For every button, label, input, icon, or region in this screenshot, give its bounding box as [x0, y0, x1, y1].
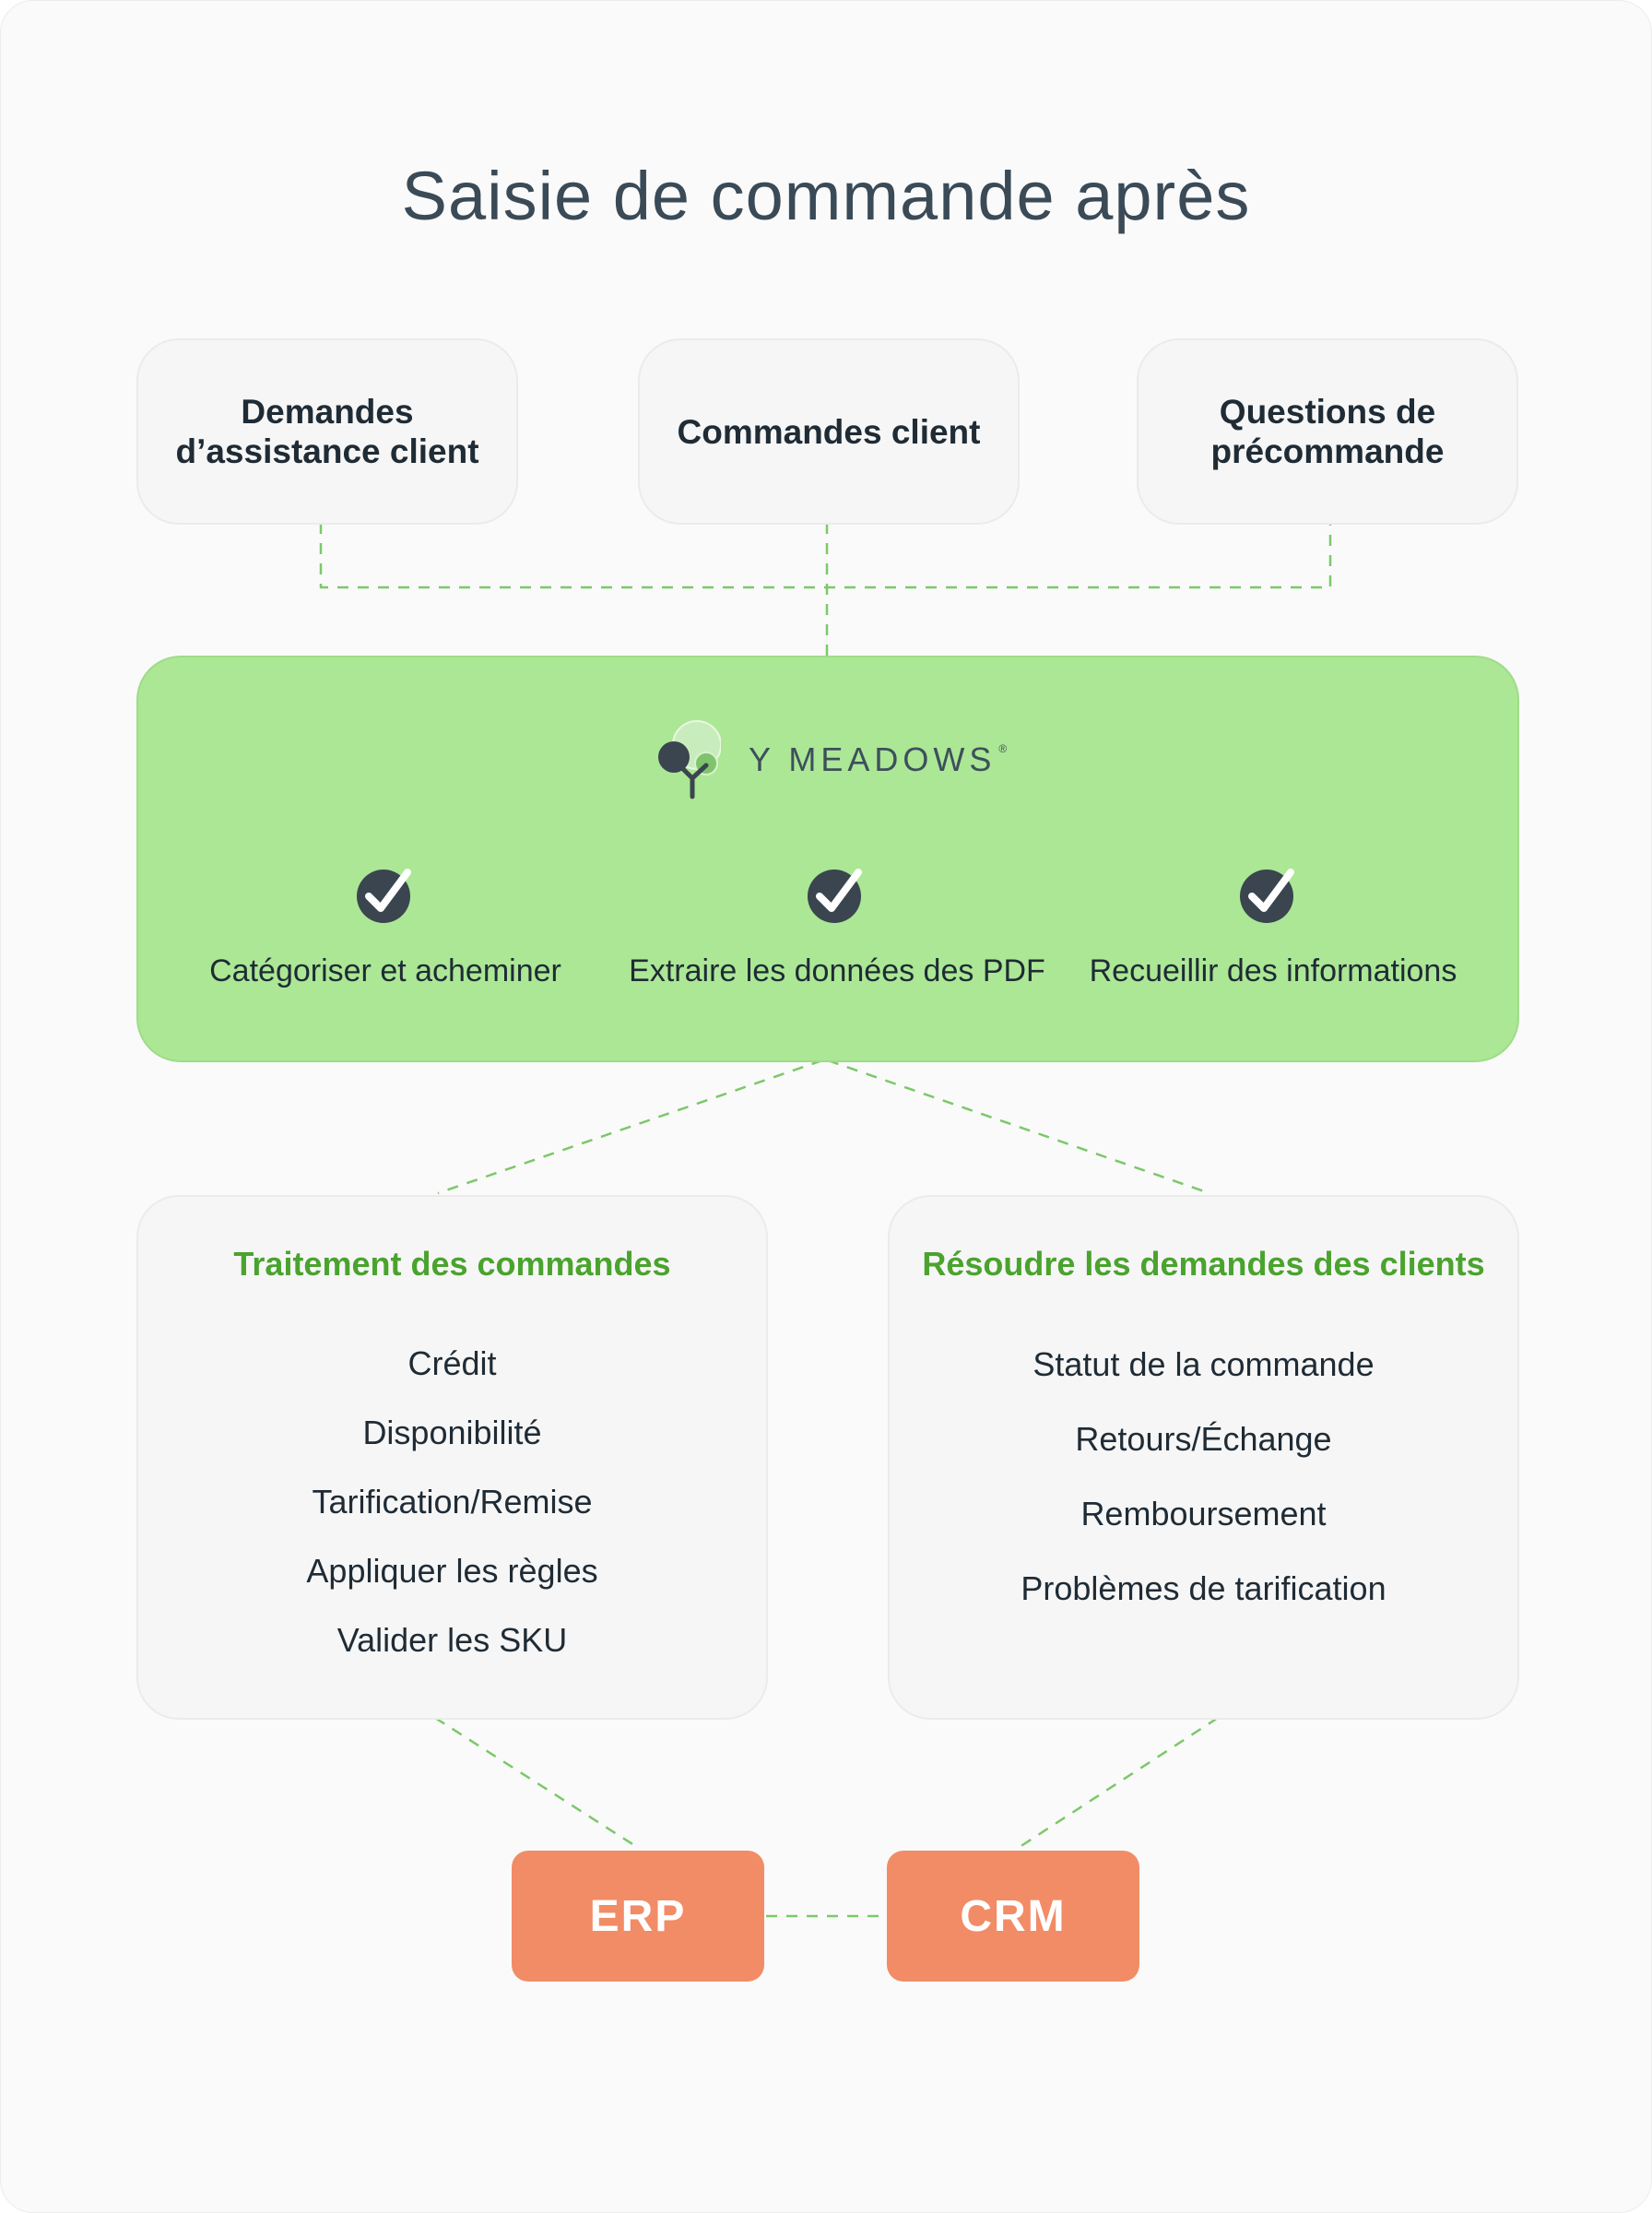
feature-collect-info: Recueillir des informations: [1089, 953, 1457, 988]
crm-system-box: CRM: [887, 1851, 1139, 1982]
connector-hub-right: [827, 1059, 1210, 1195]
feature-categorize-route: Catégoriser et acheminer: [209, 953, 561, 988]
connector-card-left-erp: [434, 1716, 641, 1851]
card-title: Traitement des commandes: [233, 1245, 671, 1283]
list-item: Appliquer les règles: [306, 1552, 598, 1590]
source-card-customer-orders: Commandes client: [638, 338, 1020, 525]
connector-source-left: [319, 523, 1332, 589]
source-card-preorder-questions: Questions de précommande: [1137, 338, 1518, 525]
feature-extract-pdf: Extraire les données des PDF: [629, 953, 1045, 988]
source-card-support-requests: Demandes d’assistance client: [136, 338, 518, 525]
source-label: Commandes client: [677, 412, 981, 451]
list-item: Crédit: [407, 1344, 497, 1382]
list-item: Disponibilité: [362, 1414, 542, 1451]
check-badge-icon: [808, 869, 862, 923]
source-label: Questions de précommande: [1210, 393, 1445, 470]
list-item: Remboursement: [1080, 1495, 1327, 1533]
customer-requests-card: Résoudre les demandes des clients Statut…: [888, 1195, 1519, 1720]
erp-system-box: ERP: [512, 1851, 764, 1982]
list-item: Tarification/Remise: [312, 1483, 593, 1521]
registered-mark: ®: [998, 742, 1008, 755]
list-item: Statut de la commande: [1032, 1345, 1375, 1383]
ymeadows-hub: [136, 656, 1519, 1062]
card-title: Résoudre les demandes des clients: [922, 1245, 1485, 1283]
list-item: Problèmes de tarification: [1021, 1569, 1386, 1607]
list-item: Retours/Échange: [1075, 1420, 1332, 1458]
connector-card-right-crm: [1016, 1716, 1219, 1851]
page-title: Saisie de commande après: [401, 158, 1251, 234]
connector-hub-left: [437, 1059, 823, 1195]
order-processing-card: Traitement des commandes Crédit Disponib…: [136, 1195, 768, 1720]
check-badge-icon: [357, 869, 411, 923]
check-badge-icon: [1240, 869, 1294, 923]
ymeadows-logo-icon: [658, 720, 721, 799]
erp-label: ERP: [589, 1891, 687, 1941]
brand-name: Y MEADOWS®: [749, 740, 1008, 778]
source-label: Demandes d’assistance client: [175, 393, 479, 470]
list-item: Valider les SKU: [336, 1621, 568, 1659]
crm-label: CRM: [960, 1891, 1067, 1941]
